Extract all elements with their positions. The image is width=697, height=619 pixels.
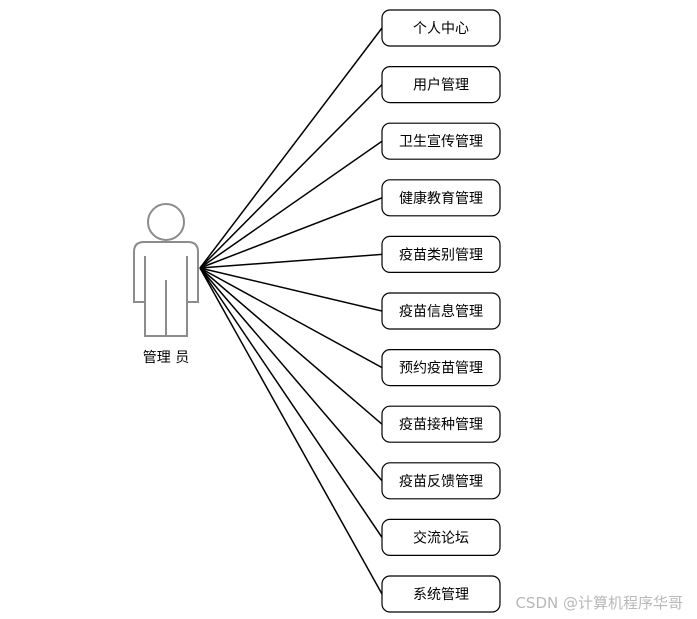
use-case-box-frame <box>381 518 501 557</box>
watermark: CSDN @计算机程序华哥 <box>515 594 683 612</box>
use-case-box-frame <box>381 179 501 217</box>
connector-line <box>199 27 383 269</box>
connector-line <box>199 253 383 269</box>
use-case-box-frame <box>381 292 501 330</box>
use-case-box: 疫苗反馈管理 <box>381 462 501 500</box>
use-case-box: 用户管理 <box>381 65 501 104</box>
use-case-box-frame <box>381 9 501 47</box>
actor-label: 管理 员 <box>143 350 189 366</box>
use-case-list: 个人中心用户管理卫生宣传管理健康教育管理疫苗类别管理疫苗信息管理预约疫苗管理疫苗… <box>381 9 501 613</box>
use-case-label: 疫苗反馈管理 <box>399 474 483 490</box>
use-case-box: 系统管理 <box>381 575 501 613</box>
use-case-box: 疫苗接种管理 <box>381 405 501 443</box>
connector-line <box>199 267 383 538</box>
connector-line <box>199 140 383 269</box>
use-case-box-frame <box>381 65 501 104</box>
use-case-box: 预约疫苗管理 <box>381 349 501 387</box>
use-case-label: 个人中心 <box>413 21 469 37</box>
use-case-label: 卫生宣传管理 <box>399 134 483 150</box>
use-case-box-frame <box>381 349 501 387</box>
use-case-label: 交流论坛 <box>413 529 469 546</box>
use-case-label: 疫苗信息管理 <box>399 303 483 320</box>
connector-line <box>199 197 383 269</box>
use-case-box-frame <box>381 575 501 613</box>
actor-administrator: 管理 员 <box>133 203 199 366</box>
use-case-label: 健康教育管理 <box>399 190 483 207</box>
use-case-box: 交流论坛 <box>381 518 501 557</box>
use-case-box: 疫苗类别管理 <box>381 235 501 273</box>
connector-lines <box>199 27 383 595</box>
use-case-box: 个人中心 <box>381 9 501 47</box>
connector-line <box>199 267 383 482</box>
use-case-box-frame <box>381 122 501 160</box>
use-case-label: 疫苗接种管理 <box>399 416 483 433</box>
connector-line <box>199 84 383 269</box>
use-case-label: 预约疫苗管理 <box>399 361 483 377</box>
use-case-box: 疫苗信息管理 <box>381 292 501 330</box>
use-case-label: 系统管理 <box>413 587 469 603</box>
connector-line <box>199 267 383 369</box>
use-case-box: 卫生宣传管理 <box>381 122 501 160</box>
use-case-label: 用户管理 <box>413 77 469 94</box>
use-case-box-frame <box>381 235 501 273</box>
use-case-box: 健康教育管理 <box>381 179 501 217</box>
connector-line <box>199 267 383 312</box>
connector-line <box>199 267 383 425</box>
use-case-box-frame <box>381 462 501 500</box>
use-case-box-frame <box>381 405 501 443</box>
connector-line <box>199 267 383 595</box>
use-case-label: 疫苗类别管理 <box>399 247 483 263</box>
actor-head <box>147 203 185 241</box>
